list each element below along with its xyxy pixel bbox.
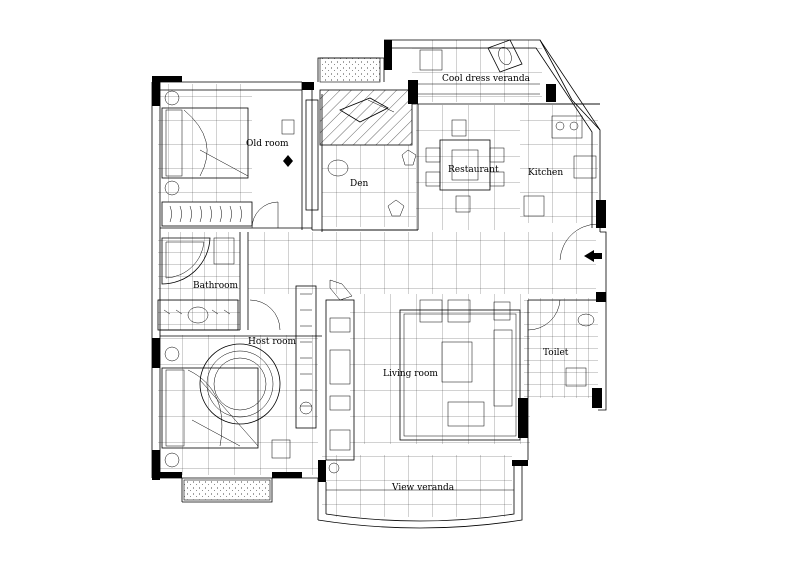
chair-icon [327,159,349,177]
clothes-line [412,83,540,95]
plant-icon [401,149,417,166]
wardrobe-icon [295,285,317,429]
sofa-icon [399,299,521,441]
door-swing-icon [559,223,599,261]
plant-icon [328,462,340,474]
room-label-kitchen: Kitchen [528,168,563,178]
entrance-arrow-icon [584,250,602,262]
planter-box-top [319,57,381,83]
dining-table-icon [425,119,505,213]
plant-icon [283,155,293,167]
bathtub-icon [161,237,211,285]
room-label-toilet: Toilet [543,348,569,358]
sofa-icon [339,97,395,123]
door-swing-icon [527,299,561,331]
tv-cabinet-icon [325,299,355,461]
washing-machine-icon [419,49,443,71]
room-label-host-room: Host room [248,337,297,347]
den-shelf [305,99,319,211]
parquet-floor [319,89,413,146]
room-label-living-room: Living room [383,369,438,379]
bed-icon [161,367,259,449]
wardrobe-icon [161,201,253,227]
planter-box-bottom [183,479,271,501]
vanity-counter [157,299,239,331]
lamp-icon [164,346,180,362]
floor-tiles [158,40,598,517]
bed-icon [161,107,249,179]
toilet-icon [213,237,235,265]
room-label-cool-dress-veranda: Cool dress veranda [442,74,531,84]
toilet-icon [565,367,587,387]
sink-icon [573,155,597,179]
kitchen-counter [520,103,600,217]
stove-icon [551,115,583,139]
sink-icon [577,313,595,327]
lamp-icon [164,180,180,196]
round-rug-icon [199,343,281,425]
plant-icon [329,279,353,301]
lamp-icon [164,90,180,106]
room-label-den: Den [350,179,369,189]
desk-icon [281,119,295,135]
sink-icon [487,39,523,73]
chair-icon [271,439,291,459]
room-label-restaurant: Restaurant [448,165,499,175]
plant-icon [387,199,405,217]
room-label-bathroom: Bathroom [193,281,239,291]
door-swing-icon [249,299,281,331]
telephone-icon [493,301,511,321]
lamp-icon [164,452,180,468]
room-label-view-veranda: View veranda [391,483,455,493]
exterior-walls [151,39,607,529]
room-label-old-room: Old room [246,139,289,149]
door-swing-icon [251,201,279,229]
